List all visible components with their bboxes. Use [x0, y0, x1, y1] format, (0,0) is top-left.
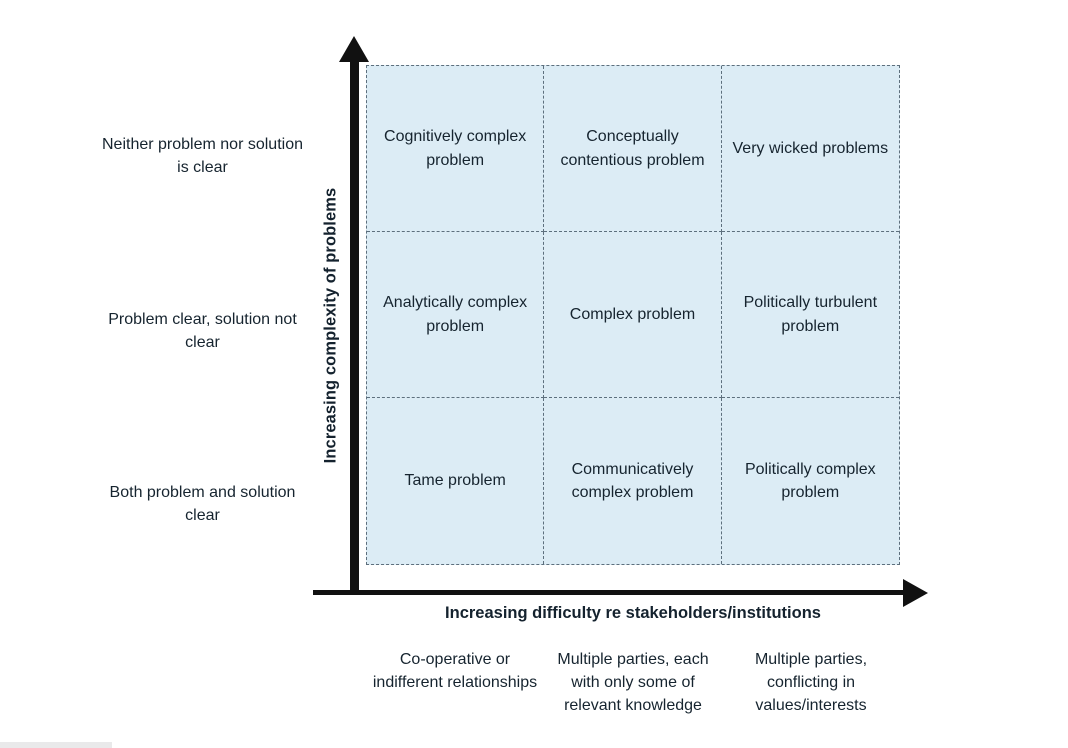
- row-label-middle: Problem clear, solution not clear: [108, 311, 297, 352]
- x-axis-arrow-icon: [903, 579, 928, 607]
- matrix-cell-r0c0: Cognitively complex problem: [367, 66, 545, 232]
- column-label-right: Multiple parties, conflicting in values/…: [754, 651, 868, 715]
- page-corner-mark: [0, 742, 112, 748]
- matrix-cell-r2c0: Tame problem: [367, 398, 545, 564]
- matrix-cell-r1c1: Complex problem: [544, 232, 722, 398]
- y-axis-title: Increasing complexity of problems: [318, 60, 344, 590]
- x-axis-title: Increasing difficulty re stakeholders/in…: [445, 604, 821, 622]
- matrix-cell-r0c2: Very wicked problems: [721, 66, 899, 232]
- y-axis-title-text: Increasing complexity of problems: [321, 187, 340, 463]
- y-axis-line: [350, 55, 359, 595]
- matrix-cell-r2c2: Politically complex problem: [744, 460, 876, 501]
- column-label-middle: Multiple parties, each with only some of…: [557, 651, 709, 715]
- column-labels: Co-operative or indifferent relationship…: [366, 648, 900, 718]
- matrix-cell-r2c1: Communicatively complex problem: [544, 398, 722, 564]
- x-axis-line: [313, 590, 908, 595]
- matrix-grid: Cognitively complex problem Conceptually…: [366, 65, 900, 565]
- matrix-cell-r1c2: Politically turbulent problem: [721, 232, 899, 398]
- row-label-top: Neither problem nor solution is clear: [102, 136, 303, 177]
- matrix-cell-r1c0: Analytically complex problem: [367, 232, 545, 398]
- row-label-bottom: Both problem and solution clear: [109, 484, 296, 525]
- matrix-cell-r0c1: Conceptually contentious problem: [544, 66, 722, 232]
- column-label-left: Co-operative or indifferent relationship…: [372, 651, 538, 692]
- y-axis-arrow-icon: [339, 36, 369, 62]
